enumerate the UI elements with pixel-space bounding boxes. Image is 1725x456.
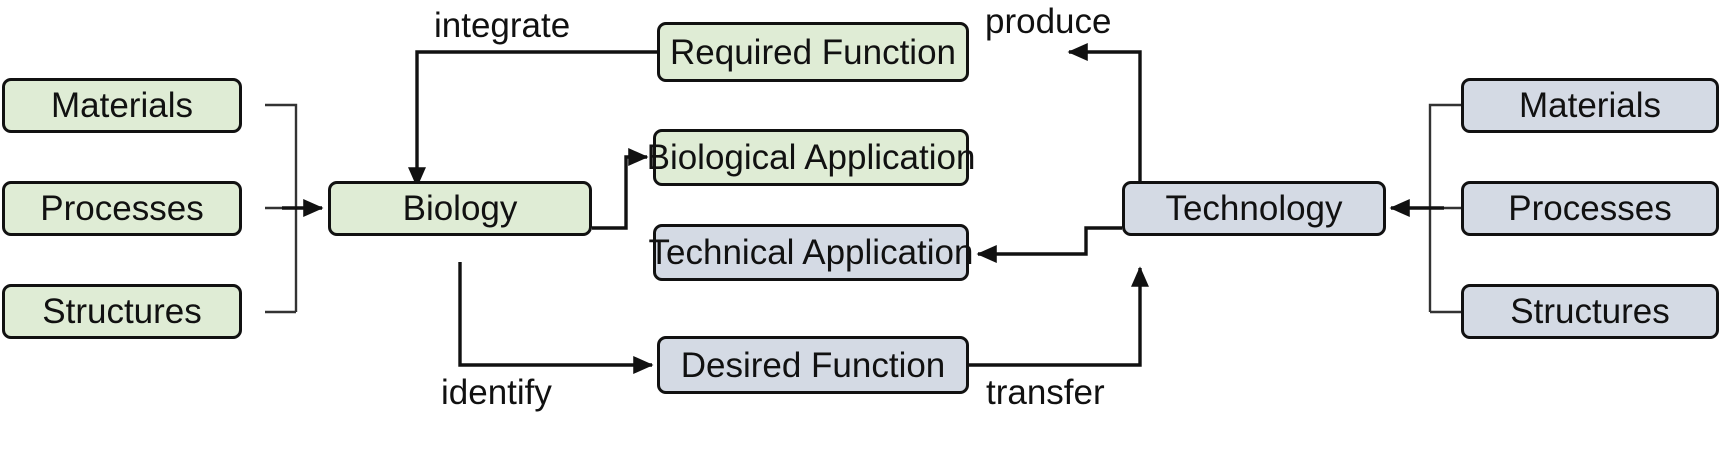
right-node-materials[interactable]: Materials	[1461, 78, 1719, 133]
edge-label-transfer: transfer	[986, 375, 1105, 410]
edge-biology-integrate-from-required-function	[408, 50, 657, 188]
right-node-materials-label: Materials	[1519, 86, 1661, 125]
node-required-function[interactable]: Required Function	[657, 22, 969, 82]
edge-desired-function-transfer-to-technology	[968, 266, 1149, 367]
left-node-processes[interactable]: Processes	[2, 181, 242, 236]
node-desired-function-label: Desired Function	[680, 345, 946, 385]
hub-technology-label: Technology	[1165, 189, 1343, 228]
edge-label-produce: produce	[985, 4, 1111, 39]
left-node-structures-label: Structures	[42, 292, 202, 331]
node-biological-application-label: Biological Application	[646, 138, 976, 177]
edge-label-identify: identify	[441, 375, 552, 410]
node-desired-function[interactable]: Desired Function	[657, 336, 969, 394]
edge-label-identify-text: identify	[441, 373, 552, 412]
right-node-processes[interactable]: Processes	[1461, 181, 1719, 236]
edge-label-transfer-text: transfer	[986, 373, 1105, 412]
node-required-function-label: Required Function	[670, 32, 956, 72]
edge-technology-produce-to-required-function	[1067, 43, 1142, 193]
edge-biology-to-biological-application	[592, 148, 649, 230]
hub-biology[interactable]: Biology	[328, 181, 592, 236]
right-node-processes-label: Processes	[1508, 189, 1672, 228]
left-node-structures[interactable]: Structures	[2, 284, 242, 339]
edge-label-produce-text: produce	[985, 2, 1112, 41]
left-node-materials[interactable]: Materials	[2, 78, 242, 133]
edge-label-integrate: integrate	[434, 8, 570, 43]
edge-label-integrate-text: integrate	[434, 6, 571, 45]
left-node-materials-label: Materials	[51, 86, 193, 125]
left-node-processes-label: Processes	[40, 189, 204, 228]
hub-technology[interactable]: Technology	[1122, 181, 1386, 236]
node-technical-application-label: Technical Application	[648, 233, 974, 272]
right-node-structures[interactable]: Structures	[1461, 284, 1719, 339]
node-biological-application[interactable]: Biological Application	[647, 129, 975, 186]
right-node-structures-label: Structures	[1510, 292, 1670, 331]
node-technical-application[interactable]: Technical Application	[649, 224, 973, 281]
hub-biology-label: Biology	[402, 189, 518, 228]
edge-biology-identify-to-desired-function	[458, 262, 654, 374]
edge-technology-to-technical-application	[976, 226, 1122, 263]
